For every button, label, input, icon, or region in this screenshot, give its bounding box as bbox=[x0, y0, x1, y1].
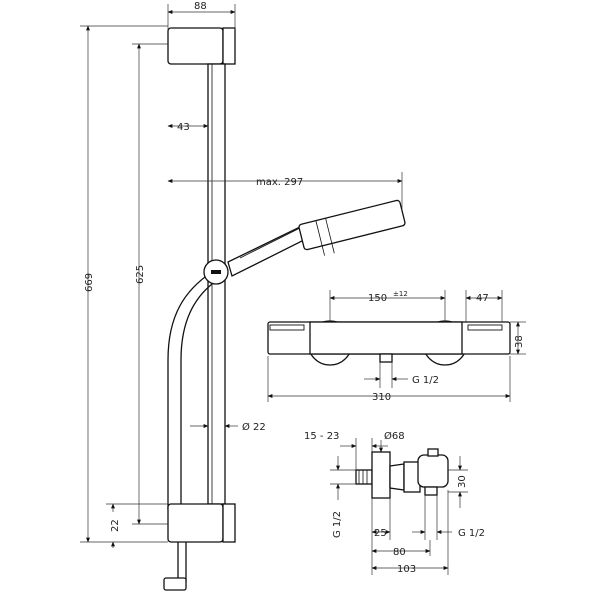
top-wall-bracket bbox=[167, 27, 224, 65]
shower-rail bbox=[163, 27, 406, 591]
thermostat-front-view bbox=[267, 320, 511, 366]
dim-rail-wall-offset: 43 bbox=[177, 122, 190, 133]
dim-total-width: 310 bbox=[372, 392, 391, 403]
inlet-thread bbox=[355, 469, 373, 485]
dim-depth-25: 25 bbox=[374, 528, 387, 539]
dim-center-distance: 150 bbox=[368, 293, 387, 304]
dim-front-height: 38 bbox=[514, 335, 525, 348]
hand-shower bbox=[227, 199, 406, 277]
side-outlet bbox=[424, 486, 438, 496]
shower-hose bbox=[167, 271, 213, 510]
wall-rosette bbox=[371, 451, 391, 499]
thermostat-outlet bbox=[379, 353, 393, 363]
dim-depth-80: 80 bbox=[393, 547, 406, 558]
dim-projection-range: 15 - 23 bbox=[304, 431, 339, 442]
top-bracket-wall-plate bbox=[222, 27, 236, 65]
side-handle bbox=[417, 454, 449, 488]
bottom-wall-bracket bbox=[167, 503, 224, 543]
dim-rail-bar-height: 625 bbox=[135, 265, 146, 284]
dim-side-outlet-thread: G 1/2 bbox=[458, 528, 485, 539]
dim-rail-max-reach: max. 297 bbox=[256, 177, 303, 188]
dim-inlet-thread: G 1/2 bbox=[332, 511, 343, 538]
dim-rail-total-height: 669 bbox=[84, 273, 95, 292]
dim-center-tolerance: ±12 bbox=[393, 290, 408, 298]
thermostat-side-view bbox=[355, 448, 449, 499]
dim-outlet-thread: G 1/2 bbox=[412, 375, 439, 386]
dim-rosette-diameter: Ø68 bbox=[384, 430, 405, 442]
dim-end-width: 47 bbox=[476, 293, 489, 304]
dim-rail-bottom-offset: 22 bbox=[110, 519, 121, 532]
bottom-bracket-wall-plate bbox=[222, 503, 236, 543]
rail-dimension-lines bbox=[80, 4, 403, 548]
hose-connector bbox=[163, 577, 187, 591]
thermostat-side-dimension-lines bbox=[330, 438, 468, 575]
dim-depth-103: 103 bbox=[397, 564, 416, 575]
dim-handle-offset: 30 bbox=[457, 475, 468, 488]
thermostat-front-dimension-lines bbox=[267, 290, 526, 402]
dim-rail-top-width: 88 bbox=[194, 1, 207, 12]
dim-rail-bar-diameter: Ø 22 bbox=[242, 421, 266, 433]
